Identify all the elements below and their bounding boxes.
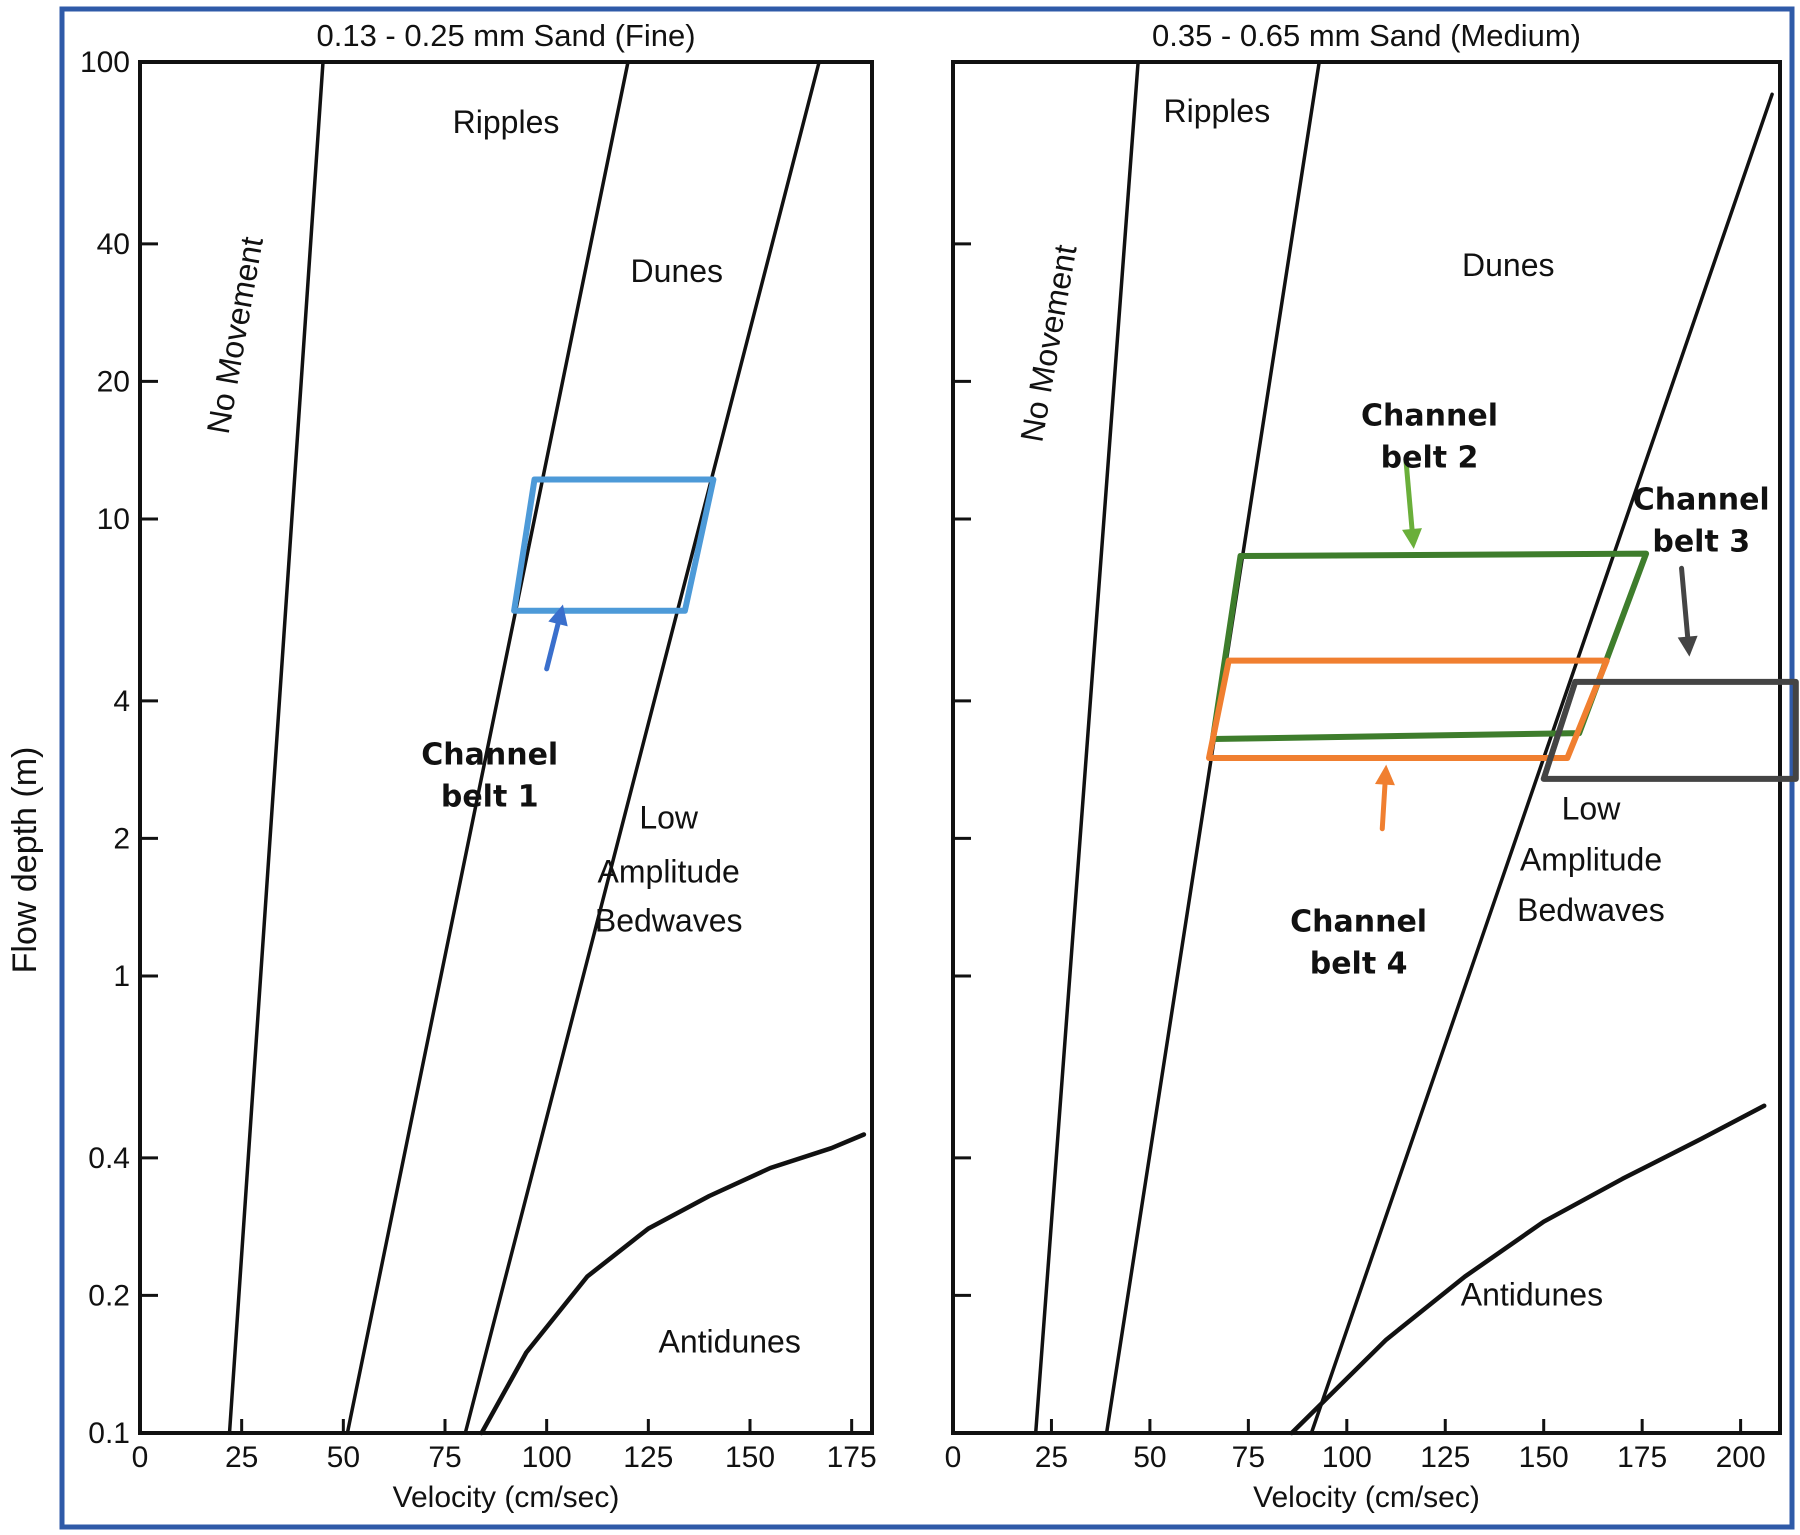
x-tick-label: 125: [1420, 1441, 1470, 1474]
x-axis-label: Velocity (cm/sec): [393, 1481, 620, 1514]
channel-belt-label: belt 2: [1381, 441, 1479, 476]
x-tick-label: 50: [327, 1441, 360, 1474]
channel-belt-label: Channel: [421, 738, 558, 773]
channel-belt-arrow: [544, 621, 561, 672]
x-tick-label: 25: [1035, 1441, 1068, 1474]
x-tick-label: 0: [945, 1441, 962, 1474]
y-axis-label: Flow depth (m): [6, 747, 44, 974]
x-tick-label: 100: [1322, 1441, 1372, 1474]
channel-belt-box: [1206, 657, 1610, 761]
channel-belt-label: belt 1: [441, 780, 539, 815]
x-tick-label: 175: [827, 1441, 877, 1474]
region-label: Dunes: [1462, 247, 1555, 283]
x-axis-label: Velocity (cm/sec): [1253, 1481, 1480, 1514]
channel-belt-3: Channel belt 3: [1540, 482, 1799, 782]
chart-title: 0.35 - 0.65 mm Sand (Medium): [1152, 18, 1581, 53]
channel-belt-label: Channel: [1361, 399, 1498, 434]
channel-belt-box: [1540, 678, 1799, 782]
x-tick-label: 100: [522, 1441, 572, 1474]
x-tick-label: 75: [428, 1441, 461, 1474]
x-tick-label: 150: [1519, 1441, 1569, 1474]
regime-boundary-line: [463, 60, 821, 1435]
plot-area-border: [138, 60, 874, 1435]
channel-belt-1: Channel belt 1: [421, 476, 717, 815]
region-label: Antidunes: [1461, 1277, 1603, 1313]
x-tick-label: 175: [1617, 1441, 1667, 1474]
region-label: Amplitude: [1520, 842, 1662, 878]
channel-belt-arrowhead: [548, 604, 568, 627]
region-label: Low: [639, 800, 699, 836]
region-label: Dunes: [631, 253, 724, 289]
channel-belt-arrow: [1403, 456, 1415, 532]
x-tick-label: 150: [725, 1441, 775, 1474]
channel-belt-arrowhead: [1402, 528, 1422, 549]
regime-boundary-line: [1309, 92, 1774, 1435]
channel-belt-box: [511, 476, 717, 614]
x-tick-label: 50: [1133, 1441, 1166, 1474]
chart-panel-1: 0.13 - 0.25 mm Sand (Fine) 0 25 50 75 100 125 1…: [80, 18, 877, 1514]
regime-boundary-line: [1033, 60, 1140, 1435]
region-label: Ripples: [453, 104, 560, 140]
channel-belt-label: belt 3: [1652, 524, 1750, 559]
y-tick-label: 4: [113, 685, 130, 718]
y-tick-label: 2: [113, 822, 130, 855]
y-tick-label: 0.4: [88, 1142, 130, 1175]
regime-boundary-line: [1289, 1103, 1767, 1436]
x-tick-label: 0: [132, 1441, 149, 1474]
region-label: Ripples: [1163, 93, 1270, 129]
region-label: Low: [1562, 791, 1622, 827]
figure-frame: [59, 6, 1795, 1530]
channel-belt-arrowhead: [1374, 764, 1395, 786]
region-label: Bedwaves: [595, 903, 743, 939]
y-tick-label: 100: [80, 46, 130, 79]
channel-belt-arrow: [1679, 565, 1691, 640]
chart-title: 0.13 - 0.25 mm Sand (Fine): [316, 18, 695, 53]
x-tick-label: 75: [1232, 1441, 1265, 1474]
y-tick-label: 0.1: [88, 1417, 130, 1450]
region-label: Antidunes: [659, 1324, 801, 1360]
plot-area-border: [951, 60, 1782, 1435]
regime-boundary-line: [479, 1132, 867, 1436]
channel-belt-label: Channel: [1633, 482, 1770, 517]
channel-belt-label: belt 4: [1310, 947, 1408, 982]
y-tick-label: 20: [97, 365, 130, 398]
channel-belt-label: Channel: [1290, 905, 1427, 940]
x-tick-label: 125: [623, 1441, 673, 1474]
y-tick-label: 40: [97, 228, 130, 261]
regime-boundary-line: [345, 60, 630, 1435]
region-label: Amplitude: [598, 854, 740, 890]
y-tick-label: 10: [97, 503, 130, 536]
y-tick-label: 0.2: [88, 1279, 130, 1312]
region-label: Bedwaves: [1517, 892, 1665, 928]
y-tick-label: 1: [113, 960, 130, 993]
x-tick-label: 200: [1716, 1441, 1766, 1474]
channel-belt-arrow: [1379, 782, 1388, 832]
x-tick-label: 25: [225, 1441, 258, 1474]
regime-boundary-line: [227, 60, 325, 1435]
channel-belt-arrowhead: [1677, 635, 1698, 657]
channel-belt-4: Channel belt 4: [1206, 657, 1610, 982]
